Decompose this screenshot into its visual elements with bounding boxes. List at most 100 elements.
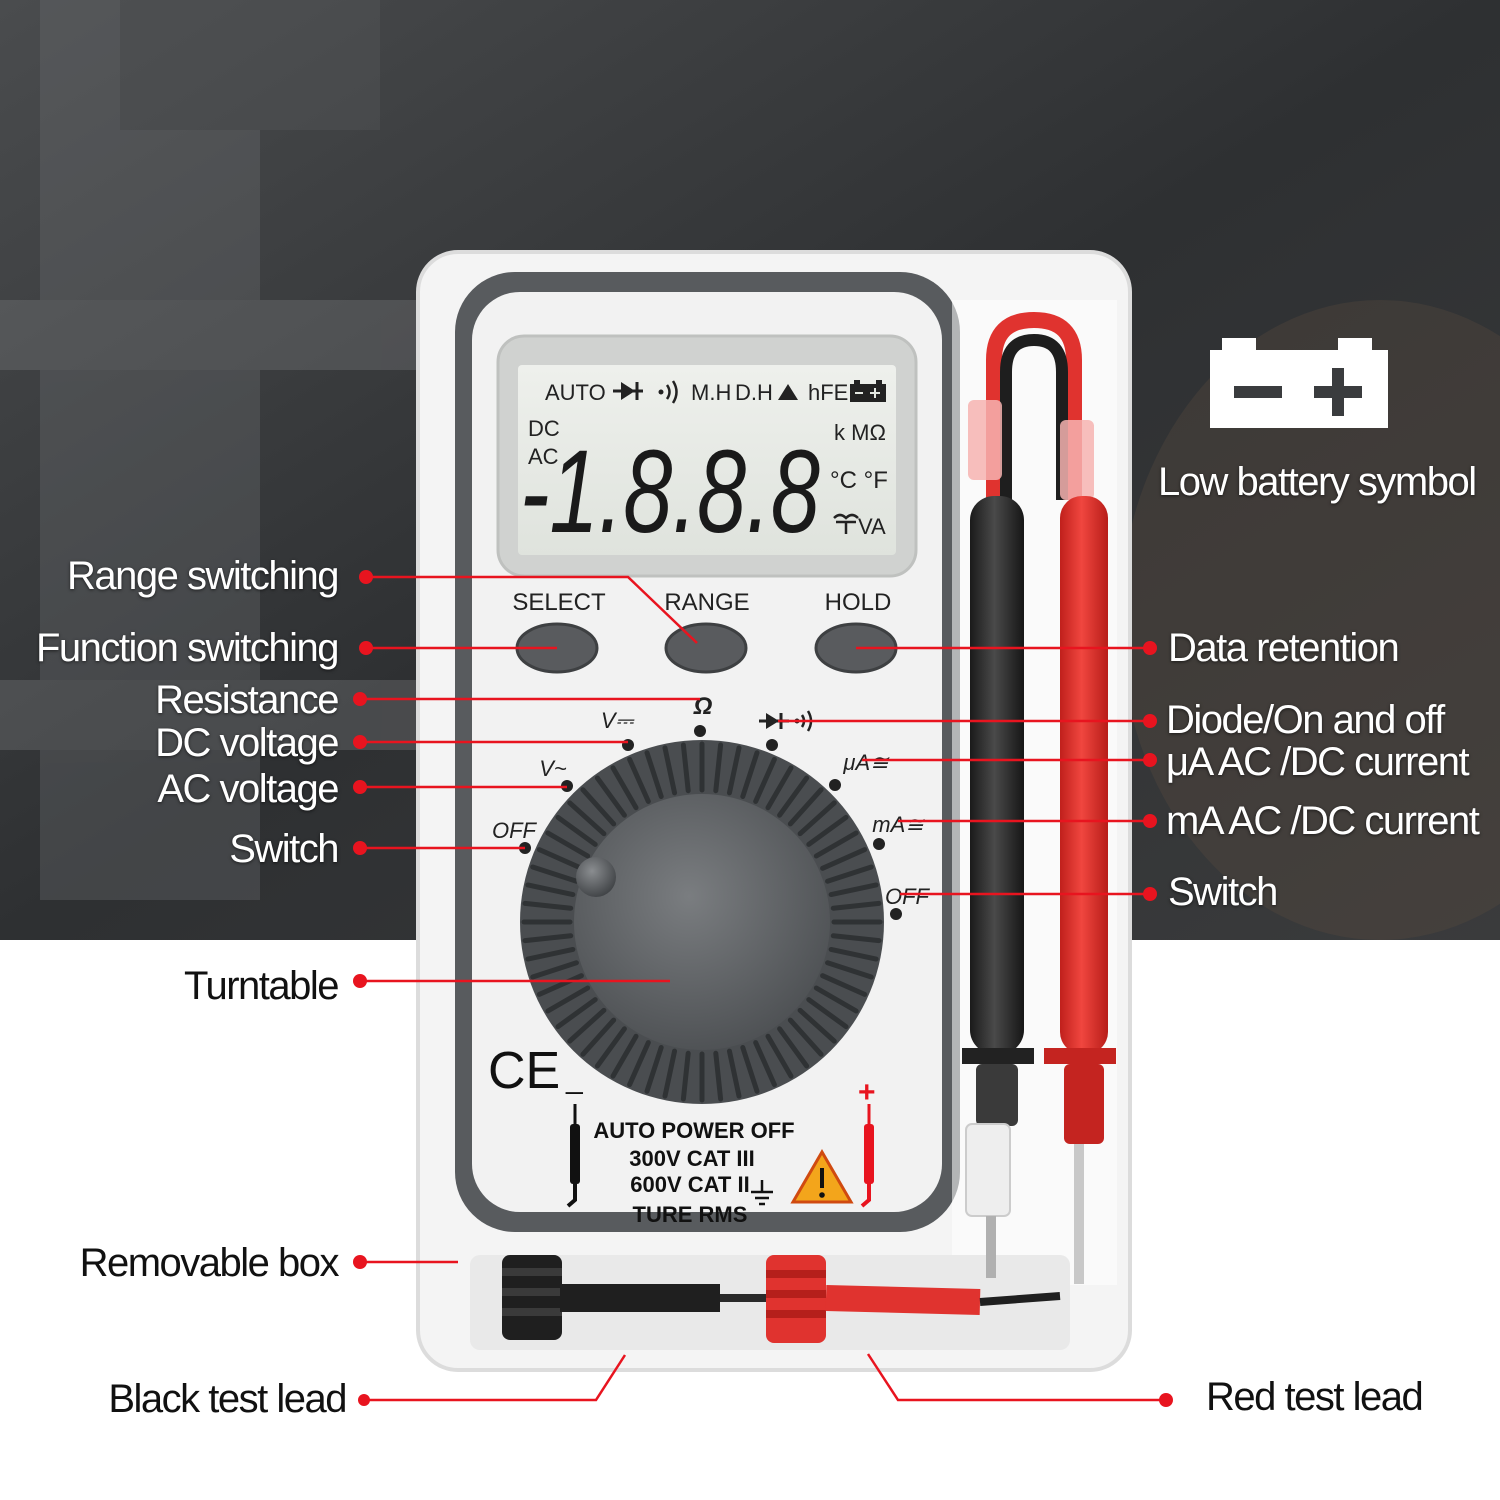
- red-sleeve-left: [968, 400, 1002, 480]
- red-probe-tip: [1074, 1144, 1084, 1284]
- dial-ridge: [567, 800, 607, 837]
- callout-line-black-test-lead: [364, 1354, 627, 1402]
- lcd-auto: AUTO: [545, 380, 606, 405]
- dial-ridge: [530, 960, 579, 980]
- dial-dot-ua: [829, 779, 841, 791]
- background-cabinet: [0, 0, 1500, 940]
- label-diode-on-off: Diode/On and off: [1166, 698, 1445, 742]
- dial-label-ua: μA≅: [842, 750, 890, 775]
- lcd-hfe: hFE: [808, 380, 848, 405]
- callout-dot-range-switching: [359, 570, 373, 584]
- dial-positions: Ω V⎓ V~ OFF μA≅ mA≅ OFF: [492, 693, 931, 920]
- dial-ridge: [536, 847, 584, 871]
- callout-dot-resistance: [353, 692, 367, 706]
- label-switch-right: Switch: [1168, 870, 1278, 914]
- battery-icon: [850, 380, 886, 402]
- callout-dot-red-test-lead: [1159, 1393, 1173, 1407]
- dial-label-vdc: V⎓: [601, 708, 636, 733]
- dial-ridge: [740, 750, 760, 799]
- dial-ridge: [662, 1048, 678, 1099]
- black-cable-loop: [1000, 333, 1068, 500]
- callout-lines: [360, 575, 1166, 1402]
- lcd-dh: D.H: [735, 380, 773, 405]
- label-switch-left: Switch: [229, 827, 339, 871]
- dial-ridge: [644, 750, 664, 799]
- dial-ridge: [713, 742, 724, 794]
- red-probe-guard: [1044, 1048, 1116, 1064]
- red-probe-handle: [1060, 496, 1108, 1054]
- ce-mark: CE: [488, 1042, 560, 1100]
- rotary-dial[interactable]: [520, 740, 884, 1104]
- panel-plus: +: [858, 1076, 876, 1109]
- dial-ridge: [522, 900, 574, 911]
- dial-ridge: [825, 960, 874, 980]
- callout-dots: [353, 570, 1173, 1407]
- lcd-unit-kmohm: k MΩ: [834, 420, 886, 445]
- dial-dot-diode: [766, 739, 778, 751]
- black-probe-icon: [566, 1104, 580, 1208]
- dial-ridge: [825, 864, 874, 884]
- label-removable-box: Removable box: [79, 1241, 340, 1285]
- callout-dot-black-test-lead: [358, 1394, 370, 1406]
- dial-ridge: [820, 973, 868, 997]
- black-probe-grip: [976, 1064, 1018, 1126]
- dial-dot-off-right: [890, 908, 902, 920]
- black-plug: [502, 1255, 562, 1340]
- dial-ridge: [567, 1007, 607, 1044]
- dial-label-vac: V~: [539, 756, 567, 781]
- dial-ridge: [828, 882, 879, 898]
- hold-button-label: HOLD: [825, 589, 892, 616]
- buttons-row: SELECT RANGE HOLD: [512, 589, 898, 674]
- dial-ridge: [765, 1033, 794, 1079]
- red-plug: [766, 1255, 826, 1343]
- dial-ridge: [555, 997, 598, 1030]
- dial-dot-ma: [873, 838, 885, 850]
- lcd-screen: [518, 365, 896, 555]
- dial-ridge: [806, 997, 849, 1030]
- lower-panel: CE _ AUTO POWER OFF 300V CAT III 600V CA…: [488, 1042, 876, 1227]
- dial-dot-ohm: [694, 725, 706, 737]
- red-probe-grip: [1064, 1064, 1104, 1144]
- black-probe-guard: [962, 1048, 1034, 1064]
- callout-line-red-test-lead: [866, 1353, 1166, 1402]
- red-connector-wire: [979, 1292, 1061, 1306]
- dial-knob[interactable]: [574, 794, 830, 1050]
- dial-ridge: [753, 1040, 777, 1088]
- label-ua-current: μA AC /DC current: [1166, 740, 1470, 784]
- dial-ridge: [644, 1045, 664, 1094]
- red-connector-body: [825, 1285, 981, 1315]
- dial-ridge: [680, 742, 691, 794]
- dial-ridge: [545, 985, 591, 1014]
- dial-ridge: [726, 745, 742, 796]
- lcd-unit-temp: °C °F: [830, 467, 888, 494]
- dial-label-ma: mA≅: [872, 812, 925, 837]
- panel-line-true-rms: TURE RMS: [633, 1202, 748, 1227]
- label-dc-voltage: DC voltage: [155, 721, 339, 765]
- lcd-digits: -1.8.8.8: [520, 426, 820, 558]
- panel-line-600v: 600V CAT II: [630, 1172, 749, 1197]
- dial-ridge: [610, 765, 639, 811]
- dial-ridge: [680, 1050, 691, 1102]
- lcd-dc: DC: [528, 416, 560, 441]
- dial-ridge: [753, 756, 777, 804]
- dial-ridge: [580, 787, 617, 827]
- label-ac-voltage: AC voltage: [157, 767, 339, 811]
- dial-ridge: [787, 1017, 824, 1057]
- dial-ridge: [530, 864, 579, 884]
- dial-ridge: [820, 847, 868, 871]
- stored-test-leads: [962, 311, 1116, 1284]
- dial-ridge: [525, 946, 576, 962]
- dial-ridge: [806, 814, 849, 847]
- callout-line-range-switching: [366, 575, 698, 644]
- label-low-battery-symbol: Low battery symbol: [1158, 460, 1477, 504]
- dial-ridge: [662, 745, 678, 796]
- label-ma-current: mA AC /DC current: [1166, 799, 1480, 843]
- dial-ridge: [797, 800, 837, 837]
- low-battery-symbol: [1210, 338, 1388, 428]
- lcd-mh: M.H: [691, 380, 731, 405]
- range-button[interactable]: [664, 622, 748, 674]
- red-sleeve-right: [1060, 420, 1094, 500]
- callout-dot-ma-current: [1143, 814, 1157, 828]
- callout-dot-data-retention: [1143, 641, 1157, 655]
- label-black-test-lead: Black test lead: [108, 1377, 347, 1421]
